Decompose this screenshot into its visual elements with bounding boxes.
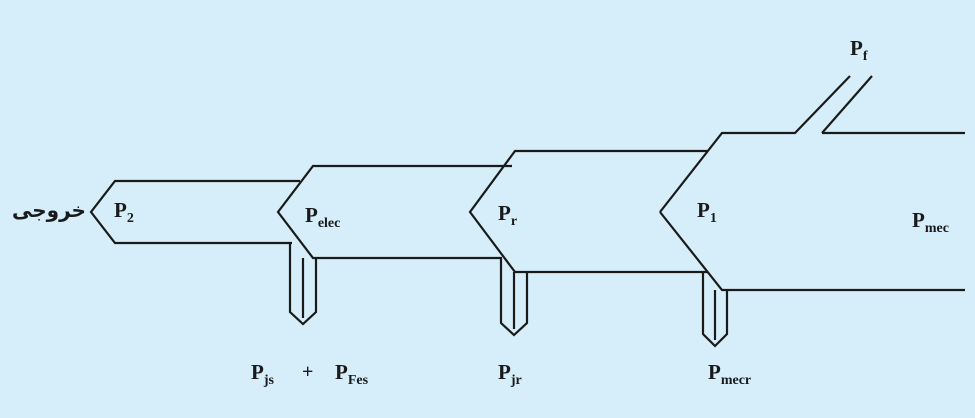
label-pfes: PFes	[335, 360, 369, 388]
label-p2: P2	[114, 198, 134, 226]
label-p1: P1	[697, 198, 717, 226]
label-pjs: Pjs	[251, 360, 274, 388]
plus-sign: +	[302, 361, 314, 383]
p1-lower-edge	[659, 211, 965, 292]
pr-section	[468, 149, 708, 274]
label-pf: Pf	[850, 36, 868, 64]
pjs-loss-arrow	[288, 243, 318, 326]
label-pjr: Pjr	[498, 360, 522, 388]
label-pelec: Pelec	[305, 203, 341, 231]
p1-upper-edge	[659, 75, 851, 213]
label-pmec: Pmec	[912, 208, 949, 236]
label-pr: Pr	[498, 201, 518, 229]
pmecr-loss-arrow	[701, 272, 729, 348]
pjr-loss-arrow	[499, 258, 529, 337]
p2-section	[89, 179, 300, 245]
label-pmecr: Pmecr	[708, 360, 752, 388]
output-label: خروجی	[12, 198, 86, 222]
pf-branch-edge	[821, 75, 873, 134]
pelec-section	[276, 164, 512, 260]
